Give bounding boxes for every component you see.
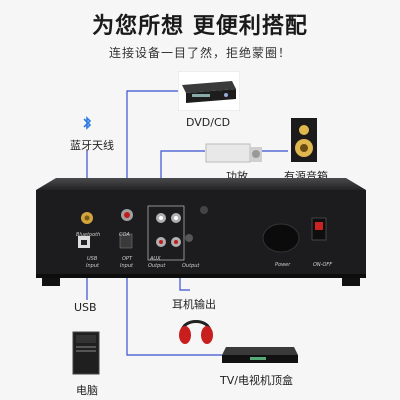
panel-label-aux-output: Output: [148, 263, 166, 269]
label-bluetooth-antenna: 蓝牙天线: [70, 139, 114, 152]
label-tv-box: TV/电视机顶盒: [220, 374, 293, 387]
panel-label-coa: COA: [119, 232, 130, 238]
tv-box-image: [222, 347, 298, 363]
panel-label-opt-input: Input: [120, 263, 133, 269]
label-computer: 电脑: [76, 384, 98, 397]
label-usb: USB: [74, 301, 97, 314]
dvd-player-image: [178, 71, 240, 111]
panel-label-usb: USB: [87, 256, 98, 262]
speaker-image: [291, 118, 317, 162]
amplifier-image: [205, 143, 262, 163]
page-title: 为您所想 更便利搭配: [92, 14, 308, 39]
dac-rear-panel: [36, 178, 366, 286]
line-dvd: [126, 90, 180, 214]
computer-image: [72, 331, 100, 375]
panel-label-usb-input: Input: [86, 263, 99, 269]
panel-label-headphone-output: Output: [182, 263, 200, 269]
page-subtitle: 连接设备一目了然，拒绝蒙圈！: [108, 46, 291, 60]
label-headphone-output: 耳机输出: [172, 298, 216, 311]
panel-label-on-off: ON-OFF: [313, 262, 333, 268]
label-dvd: DVD/CD: [186, 116, 231, 129]
panel-label-opt: OPT: [122, 256, 133, 262]
panel-label-power: Power: [275, 262, 291, 268]
panel-label-bluetooth: Bluetooth: [76, 232, 101, 238]
headphone-image: [179, 320, 213, 344]
line-tv: [126, 262, 222, 356]
bluetooth-icon: [83, 116, 92, 130]
panel-label-aux: AUX: [150, 256, 161, 262]
